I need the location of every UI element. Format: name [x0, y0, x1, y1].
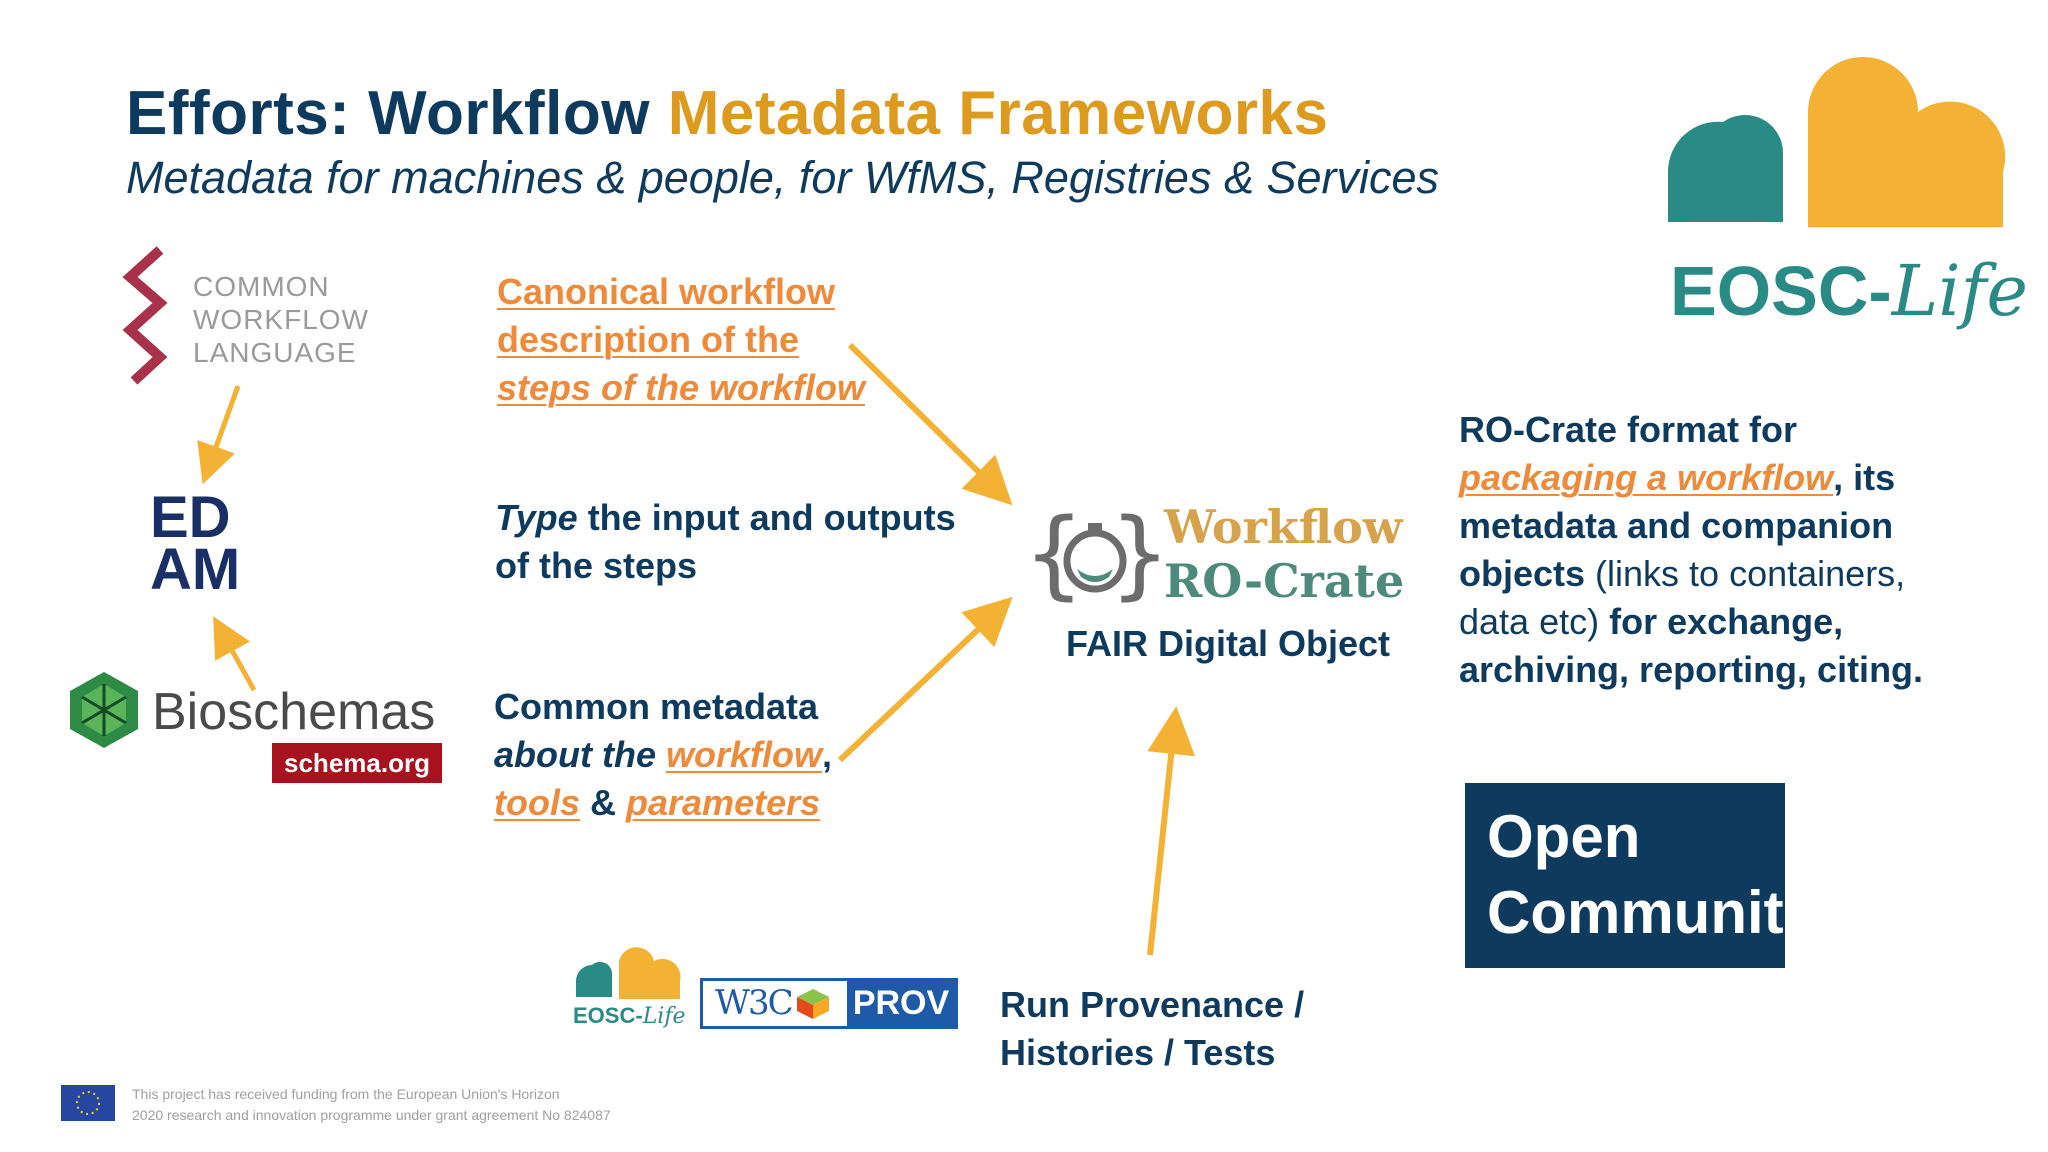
w3c-text: W3C	[715, 983, 794, 1023]
provenance-line-2: Histories / Tests	[1000, 1032, 1276, 1073]
eu-flag-icon	[61, 1085, 115, 1121]
cwl-zigzag-icon	[122, 246, 168, 385]
arrow-bioschemas-to-edam	[213, 616, 257, 692]
rocrate-exchange: for exchange,	[1599, 601, 1844, 642]
arrow-common-to-crate	[837, 596, 1013, 763]
schemaorg-badge: schema.org	[272, 743, 442, 783]
arrow-canonical-to-crate	[847, 342, 1013, 506]
prov-cube-icon	[797, 989, 829, 1019]
eosc-life-hearts-logo	[1668, 57, 2006, 227]
rocrate-line-3: metadata and companion	[1459, 505, 1894, 546]
arrow-cwl-to-edam	[197, 385, 241, 485]
cwl-line-1: COMMON	[193, 271, 330, 302]
arrow-provenance-to-crate	[1147, 706, 1196, 956]
edam-logo: ED AM	[150, 485, 241, 602]
title-part2: Metadata Frameworks	[667, 79, 1329, 148]
open-line-2: Communities	[1487, 879, 1868, 946]
rocrate-objects: objects	[1459, 553, 1586, 594]
svg-text:{: {	[1025, 505, 1083, 605]
slide-title: Efforts: Workflow Metadata Frameworks	[126, 78, 1328, 149]
eosc-wordmark-life: Life	[1891, 250, 2028, 332]
bioschemas-hexagon-icon	[70, 672, 138, 748]
cwl-line-2: WORKFLOW	[193, 304, 369, 335]
type-italic: Type	[495, 497, 578, 538]
rocrate-line-6: archiving, reporting, citing.	[1459, 649, 1924, 690]
common-line-2-prefix: about the	[494, 734, 666, 775]
open-communities-text: Open Communities	[1487, 799, 1867, 951]
bioschemas-logo-text: Bioschemas	[152, 683, 436, 741]
rocrate-line-1: RO-Crate format for	[1459, 409, 1798, 450]
common-amp: &	[580, 782, 627, 823]
open-communities-box: Open Communities	[1465, 783, 1867, 968]
w3c-prov-badge: W3C PROV	[700, 978, 958, 1029]
parameters-link[interactable]: parameters	[626, 782, 821, 823]
rocrate-objects-rest: (links to containers,	[1585, 553, 1906, 594]
small-eosc-main: EOSC-	[573, 1003, 643, 1028]
funding-line-1: This project has received funding from t…	[132, 1086, 560, 1102]
ro-crate-word-rocrate: RO-Crate	[1164, 554, 1405, 608]
ro-crate-braces-flask-icon: { }	[1025, 505, 1165, 605]
small-eosc-wordmark: EOSC-Life	[573, 1003, 686, 1029]
workflow-link[interactable]: workflow	[665, 734, 822, 775]
slide-subtitle: Metadata for machines & people, for WfMS…	[126, 152, 1440, 203]
prov-label: PROV	[847, 981, 955, 1026]
eosc-life-wordmark: EOSC-Life	[1670, 250, 2028, 332]
type-line-2: of the steps	[495, 545, 698, 586]
cwl-logo-text: COMMON WORKFLOW LANGUAGE	[193, 270, 369, 369]
provenance-line-1: Run Provenance /	[1000, 984, 1305, 1025]
edam-line-2: AM	[150, 537, 241, 602]
eosc-wordmark-main: EOSC-	[1670, 252, 1892, 330]
rocrate-after-link: , its	[1833, 457, 1896, 498]
packaging-workflow-link[interactable]: packaging a workflow	[1459, 457, 1834, 498]
type-io-text: Type the input and outputs of the steps	[495, 494, 956, 590]
title-part1: Efforts: Workflow	[126, 79, 668, 148]
tools-link[interactable]: tools	[494, 782, 580, 823]
small-eosc-life: Life	[642, 1004, 686, 1029]
rocrate-data-etc: data etc)	[1459, 601, 1600, 642]
run-provenance-text: Run Provenance / Histories / Tests	[1000, 981, 1304, 1077]
edam-line-1: ED	[150, 485, 231, 550]
funding-acknowledgement: This project has received funding from t…	[132, 1084, 611, 1126]
fair-digital-object-label: FAIR Digital Object	[1066, 623, 1391, 664]
type-rest: the input and outputs	[577, 497, 956, 538]
common-metadata-text: Common metadata about the workflow, tool…	[494, 683, 832, 827]
small-eosc-hearts-logo	[576, 947, 681, 999]
funding-line-2: 2020 research and innovation programme u…	[132, 1107, 611, 1123]
eu-stars	[76, 1091, 100, 1115]
common-comma: ,	[822, 734, 833, 775]
ro-crate-word-workflow: Workflow	[1164, 500, 1403, 554]
canonical-line-1[interactable]: Canonical workflow	[497, 271, 836, 312]
canonical-line-2[interactable]: description of the	[497, 319, 800, 360]
ro-crate-description: RO-Crate format for packaging a workflow…	[1459, 406, 1923, 694]
canonical-line-3[interactable]: steps of the workflow	[497, 367, 866, 408]
canonical-workflow-text: Canonical workflow description of the st…	[497, 268, 865, 412]
open-line-1: Open	[1487, 803, 1641, 870]
cwl-line-3: LANGUAGE	[193, 337, 357, 368]
common-line-1: Common metadata	[494, 686, 819, 727]
